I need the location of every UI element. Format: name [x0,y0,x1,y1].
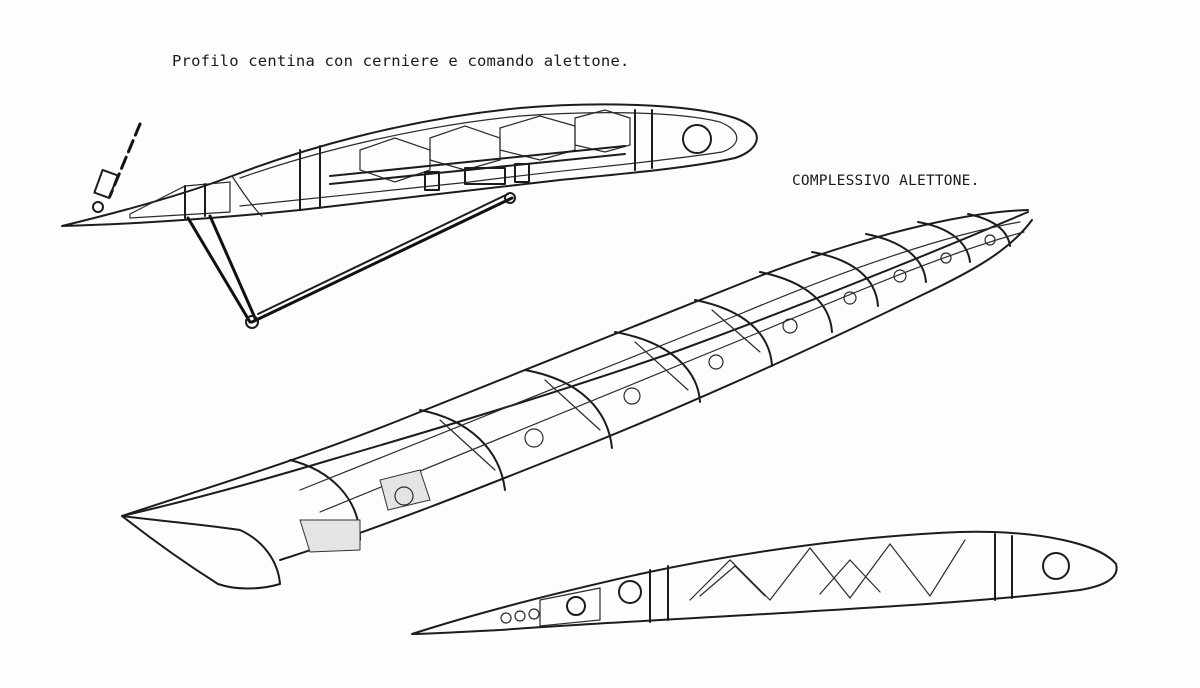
aileron-assembly-drawing [121,209,1033,590]
rib-outline [61,103,758,227]
aileron-assembly-caption: COMPLESSIVO ALETTONE. [792,173,980,189]
control-horn [186,216,252,324]
push-rod [250,196,514,324]
lightening-hole [682,124,712,154]
rib-section-drawing [411,530,1118,635]
rib-profile-drawing [61,103,758,329]
root-section [121,515,281,590]
rib-profile-caption: Profilo centina con cerniere e comando a… [172,52,630,70]
rib-section-outline [411,530,1118,635]
